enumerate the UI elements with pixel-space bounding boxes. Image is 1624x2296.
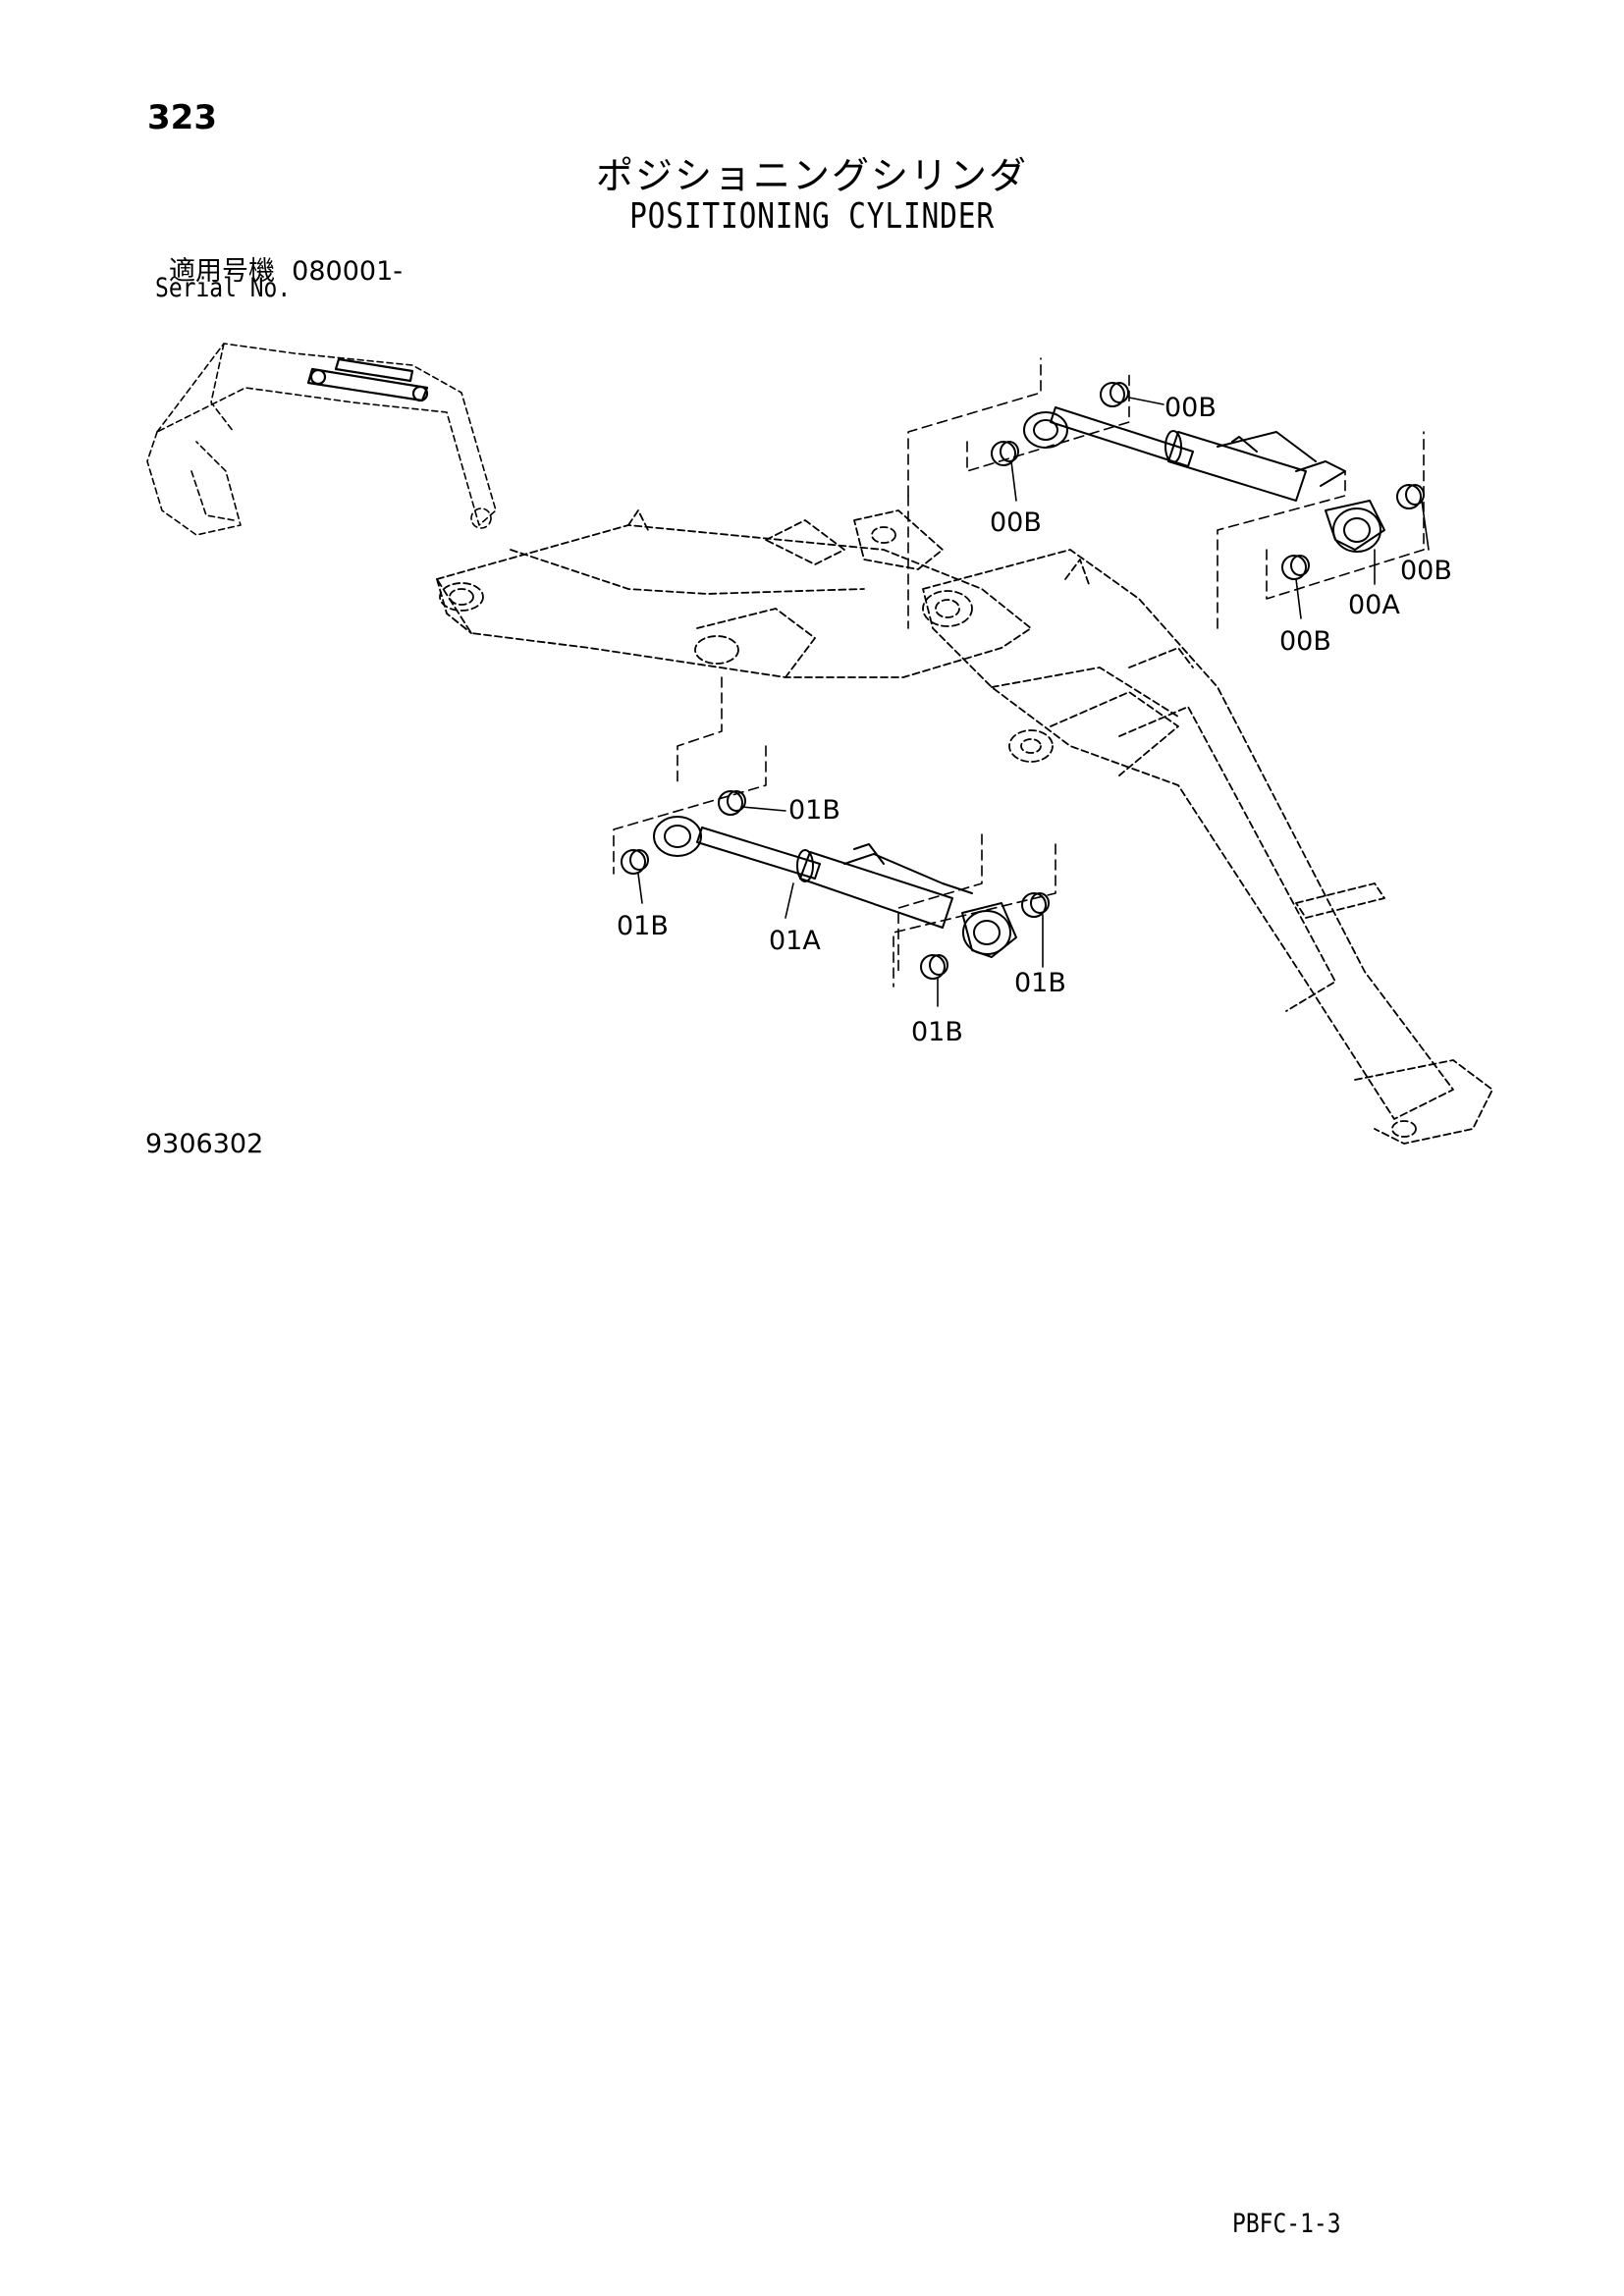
callout-01B-right: 01B: [1014, 968, 1066, 998]
cylinder-00A: [1023, 406, 1385, 553]
cylinder-01A: [653, 816, 1017, 958]
leader-lines-bottom: [613, 676, 1056, 988]
callout-00B-left: 00B: [990, 507, 1042, 538]
title-english: POSITIONING CYLINDER: [629, 196, 995, 237]
callout-01A: 01A: [769, 926, 821, 956]
callout-01B-top: 01B: [788, 795, 840, 826]
serial-label-english: Serial No.: [155, 273, 292, 303]
callout-leaders: [637, 397, 1430, 1007]
bushings-01B: [621, 790, 1050, 980]
callout-01B-bottom: 01B: [911, 1017, 963, 1047]
figure-id: 9306302: [145, 1129, 264, 1159]
callout-01B-left: 01B: [617, 911, 669, 941]
bushings-00B: [991, 382, 1425, 580]
serial-label-jp-text: 適用号機: [169, 256, 275, 287]
serial-value: 080001-: [292, 256, 403, 287]
callout-00A: 00A: [1348, 590, 1400, 620]
serial-label-japanese: 適用号機 080001-: [169, 249, 403, 288]
boom-assembly: [436, 509, 1493, 1145]
page-number: 323: [147, 98, 217, 137]
overview-highlight-cylinder: [306, 357, 429, 402]
callout-00B-bottom: 00B: [1279, 626, 1331, 657]
title-japanese: ポジショニングシリンダ: [595, 154, 1028, 197]
overview-thumbnail: [146, 343, 497, 536]
page-code: PBFC-1-3: [1232, 2209, 1341, 2239]
callout-00B-top: 00B: [1164, 393, 1217, 423]
callout-00B-right: 00B: [1400, 556, 1452, 586]
